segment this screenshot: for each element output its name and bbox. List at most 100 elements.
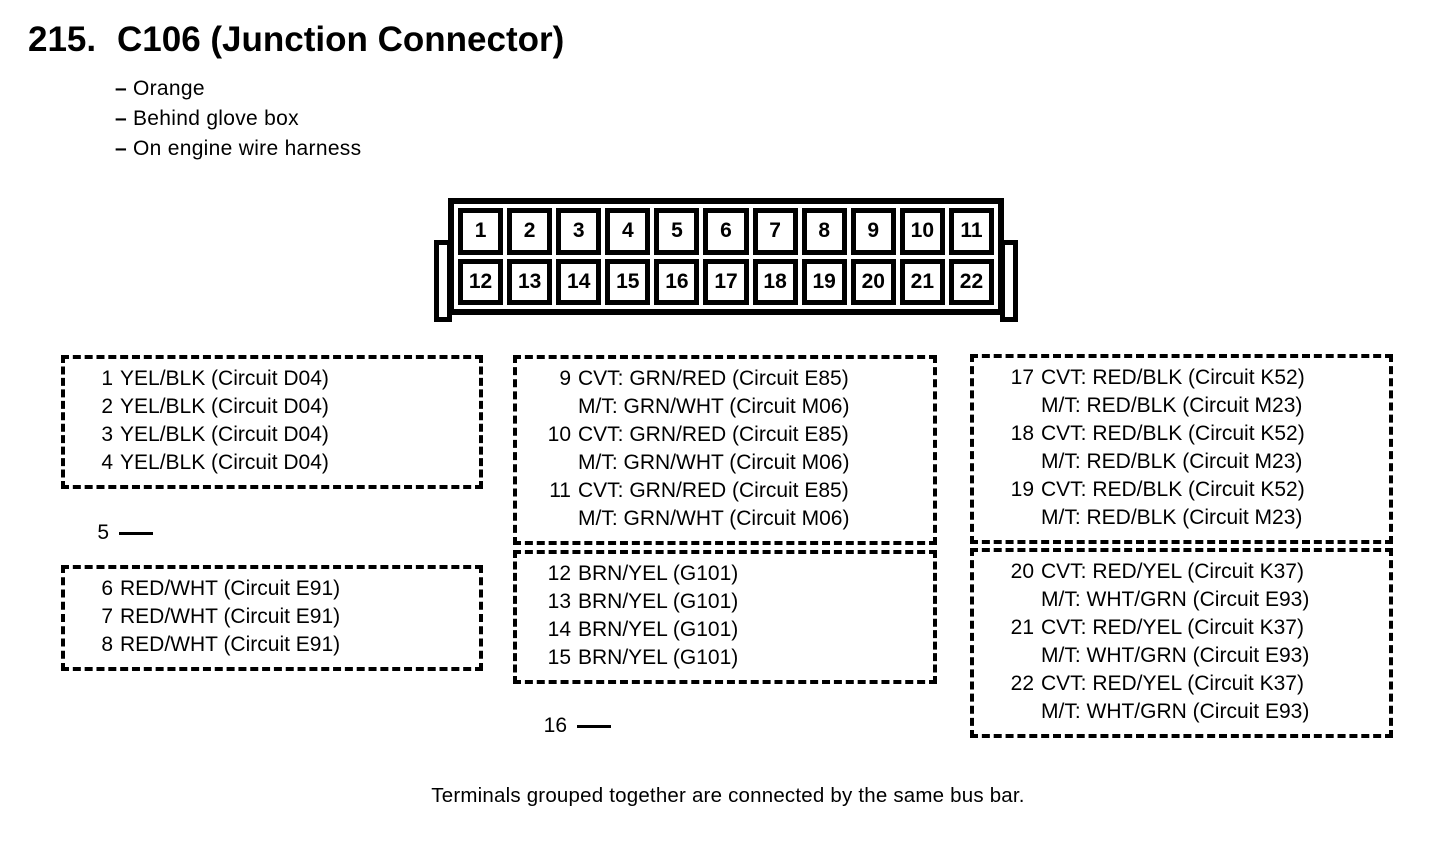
pin-wire-label: M/T: WHT/GRN (Circuit E93) xyxy=(1041,588,1310,611)
pin-entry-line: 6 RED/WHT (Circuit E91) xyxy=(65,575,475,603)
pin-entry-line: M/T: GRN/WHT (Circuit M06) xyxy=(517,505,929,533)
pin-entry-line: M/T: GRN/WHT (Circuit M06) xyxy=(517,393,929,421)
pin-number xyxy=(974,698,1034,726)
connector-pin-8: 8 xyxy=(801,208,847,255)
pin-wire-label: M/T: GRN/WHT (Circuit M06) xyxy=(578,451,850,474)
pin-number: 2 xyxy=(101,395,113,418)
page-title: 215. C106 (Junction Connector) xyxy=(28,20,564,60)
pin-wire-label: M/T: RED/BLK (Circuit M23) xyxy=(1041,450,1303,473)
pin-wire-label: CVT: GRN/RED (Circuit E85) xyxy=(578,479,849,502)
bullet-text: Orange xyxy=(133,77,205,100)
pin-entry-line: 20 CVT: RED/YEL (Circuit K37) xyxy=(974,558,1385,586)
no-connection-row: 5 xyxy=(61,519,483,547)
pin-number: 20 xyxy=(1010,560,1034,583)
pin-wire-label: M/T: WHT/GRN (Circuit E93) xyxy=(1041,700,1310,723)
pin-wire-label: BRN/YEL (G101) xyxy=(578,618,739,641)
pin-number: 11 xyxy=(549,479,571,502)
pin-number xyxy=(974,392,1034,420)
pin-number: 21 xyxy=(1010,616,1034,639)
bullet-item: –Behind glove box xyxy=(115,104,361,134)
pin-number: 3 xyxy=(101,423,113,446)
no-connection-dash xyxy=(577,725,611,728)
pin-wire-label: CVT: RED/YEL (Circuit K37) xyxy=(1041,560,1304,583)
pin-entry-line: M/T: GRN/WHT (Circuit M06) xyxy=(517,449,929,477)
connector-pin-18: 18 xyxy=(752,258,798,305)
dash-icon: – xyxy=(115,77,127,100)
connector-pin-3: 3 xyxy=(556,208,602,255)
pin-wire-label: CVT: RED/BLK (Circuit K52) xyxy=(1041,478,1305,501)
connector-pin-5: 5 xyxy=(654,208,700,255)
bullet-item: –On engine wire harness xyxy=(115,134,361,164)
pin-number xyxy=(517,449,571,477)
pin-number: 17 xyxy=(1010,366,1034,389)
pin-entry-line: 2 YEL/BLK (Circuit D04) xyxy=(65,393,475,421)
pin-entry-line: 22 CVT: RED/YEL (Circuit K37) xyxy=(974,670,1385,698)
pin-number: 6 xyxy=(101,577,113,600)
connector-pin-15: 15 xyxy=(605,258,651,305)
pin-wire-label: BRN/YEL (G101) xyxy=(578,590,739,613)
bullet-item: –Orange xyxy=(115,74,361,104)
pin-wire-label: YEL/BLK (Circuit D04) xyxy=(120,395,329,418)
pin-entry-line: M/T: RED/BLK (Circuit M23) xyxy=(974,504,1385,532)
pin-wire-label: YEL/BLK (Circuit D04) xyxy=(120,451,329,474)
pin-wire-label: RED/WHT (Circuit E91) xyxy=(120,577,341,600)
title-text: C106 (Junction Connector) xyxy=(117,20,565,59)
connector-pin-6: 6 xyxy=(703,208,749,255)
connector-pin-2: 2 xyxy=(507,208,553,255)
connector-pin-17: 17 xyxy=(703,258,749,305)
pin-entry-line: 3 YEL/BLK (Circuit D04) xyxy=(65,421,475,449)
connector-pin-19: 19 xyxy=(801,258,847,305)
pin-entry-line: M/T: WHT/GRN (Circuit E93) xyxy=(974,586,1385,614)
no-connection-dash xyxy=(119,532,153,535)
pin-number xyxy=(974,448,1034,476)
pin-wire-label: YEL/BLK (Circuit D04) xyxy=(120,423,329,446)
pin-number xyxy=(517,505,571,533)
pin-wire-label: CVT: RED/YEL (Circuit K37) xyxy=(1041,672,1304,695)
dash-icon: – xyxy=(115,137,127,160)
connector-pin-21: 21 xyxy=(899,258,945,305)
pin-number: 22 xyxy=(1010,672,1034,695)
pin-number: 7 xyxy=(101,605,113,628)
title-number: 215. xyxy=(28,20,97,59)
pin-number: 1 xyxy=(101,367,113,390)
pin-number: 15 xyxy=(547,646,571,669)
connector-pin-20: 20 xyxy=(850,258,896,305)
bullet-text: On engine wire harness xyxy=(133,137,362,160)
connector-pin-16: 16 xyxy=(654,258,700,305)
pin-wire-label: YEL/BLK (Circuit D04) xyxy=(120,367,329,390)
pin-number: 9 xyxy=(559,367,571,390)
pin-number: 8 xyxy=(101,633,113,656)
connector-pin-22: 22 xyxy=(948,258,994,305)
pin-entry-line: M/T: WHT/GRN (Circuit E93) xyxy=(974,642,1385,670)
connector-pin-12: 12 xyxy=(458,258,504,305)
no-connection-row: 16 xyxy=(513,712,937,740)
bullet-list: –Orange–Behind glove box–On engine wire … xyxy=(115,74,361,164)
pin-number: 5 xyxy=(97,521,109,544)
pin-number xyxy=(517,393,571,421)
connector-pin-1: 1 xyxy=(458,208,504,255)
pin-number xyxy=(974,642,1034,670)
pin-number: 10 xyxy=(547,423,571,446)
pin-number: 12 xyxy=(547,562,571,585)
pin-entry-line: 1 YEL/BLK (Circuit D04) xyxy=(65,365,475,393)
connector-pin-4: 4 xyxy=(605,208,651,255)
